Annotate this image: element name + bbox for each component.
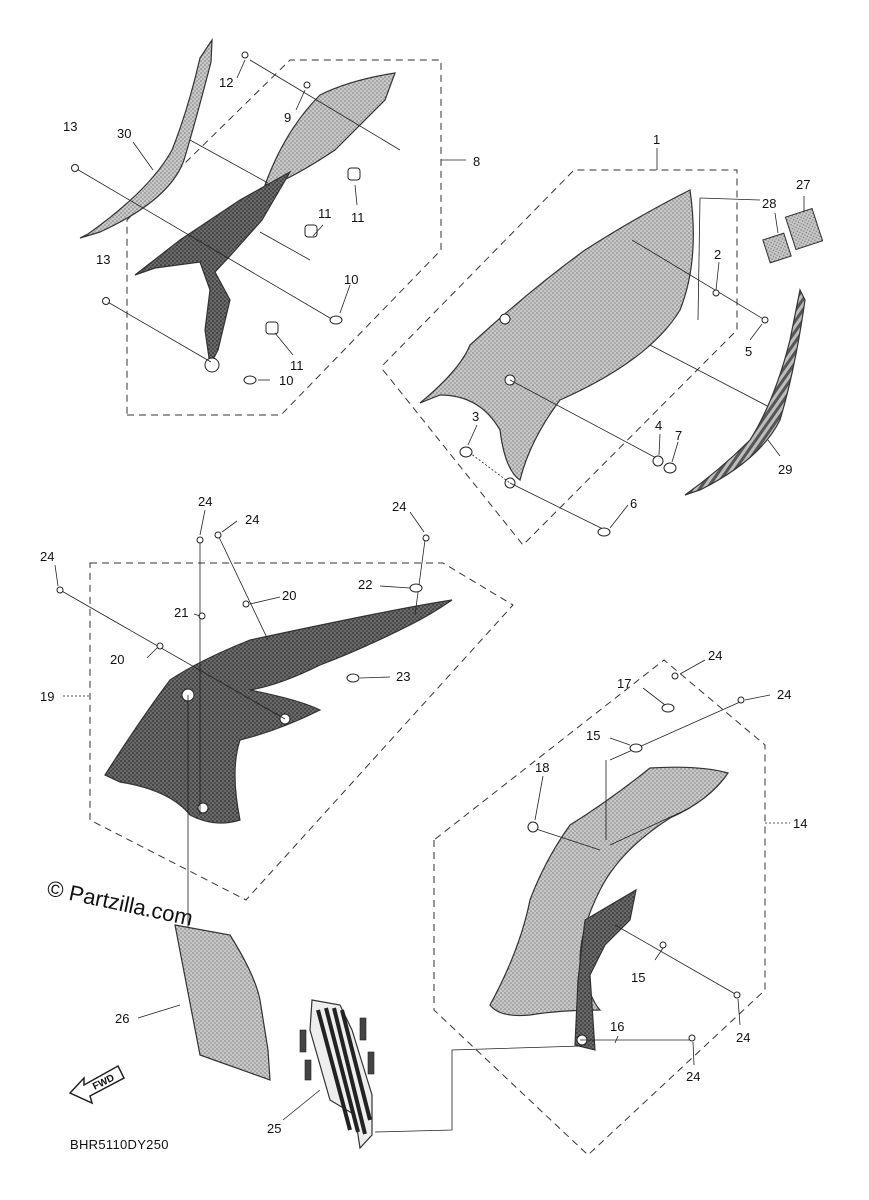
- callout-24h: 24: [686, 1069, 700, 1084]
- part-1-side-cowl: [419, 189, 694, 481]
- callout-10b: 10: [279, 373, 293, 388]
- callout-30: 30: [117, 126, 131, 141]
- callout-4: 4: [655, 418, 662, 433]
- diagram-code: BHR5110DY250: [70, 1137, 169, 1152]
- callout-14: 14: [793, 816, 807, 831]
- group-1-side-cowl-assembly: [382, 148, 824, 546]
- callout-22: 22: [358, 577, 372, 592]
- group-14-lower-cowl-assembly: [374, 659, 790, 1156]
- callout-28: 28: [762, 196, 776, 211]
- part-28-decal: [762, 232, 792, 264]
- callout-24d: 24: [40, 549, 54, 564]
- callout-10a: 10: [344, 272, 358, 287]
- callout-13a: 13: [63, 119, 77, 134]
- callout-3: 3: [472, 409, 479, 424]
- callout-5: 5: [745, 344, 752, 359]
- callout-23: 23: [396, 669, 410, 684]
- callout-13b: 13: [96, 252, 110, 267]
- callout-11b: 11: [318, 206, 332, 221]
- callout-24e: 24: [708, 648, 722, 663]
- callout-21: 21: [174, 605, 188, 620]
- callout-2: 2: [714, 247, 721, 262]
- callout-24f: 24: [777, 687, 791, 702]
- group-8-upper-left-assembly: [71, 37, 466, 416]
- part-30-strip: [79, 37, 213, 239]
- part-25-grille: [282, 999, 375, 1150]
- part-29-side-panel: [684, 288, 806, 496]
- part-27-decal: [784, 207, 824, 251]
- callout-11c: 11: [290, 358, 304, 373]
- callout-27: 27: [796, 177, 810, 192]
- callout-20a: 20: [110, 652, 124, 667]
- callout-1: 1: [653, 132, 660, 147]
- callout-15a: 15: [586, 728, 600, 743]
- fwd-label: FWD: [91, 1073, 116, 1093]
- callout-16: 16: [610, 1019, 624, 1034]
- callout-29: 29: [778, 462, 792, 477]
- part-19-inner-panel: [104, 599, 453, 824]
- callout-24c: 24: [392, 499, 406, 514]
- callout-17: 17: [617, 676, 631, 691]
- callout-7: 7: [675, 428, 682, 443]
- part-upper-cowl: [264, 72, 396, 186]
- callout-6: 6: [630, 496, 637, 511]
- callout-12: 12: [219, 75, 233, 90]
- callout-24b: 24: [245, 512, 259, 527]
- part-14-dark-inner: [574, 888, 637, 1051]
- callout-26: 26: [115, 1011, 129, 1026]
- callout-9: 9: [284, 110, 291, 125]
- callout-25: 25: [267, 1121, 281, 1136]
- callout-24a: 24: [198, 494, 212, 509]
- part-14-lower-cowl: [489, 766, 729, 1017]
- callout-15b: 15: [631, 970, 645, 985]
- callout-18: 18: [535, 760, 549, 775]
- callout-8: 8: [473, 154, 480, 169]
- part-26-inner-cover: [137, 924, 271, 1081]
- callout-labels: 1 2 3 4 5 6 7 8 9 10 10 11 11 11 12 13 1…: [40, 75, 810, 1136]
- callout-11a: 11: [351, 210, 365, 225]
- part-dark-bracket: [134, 170, 292, 367]
- watermark-text: © Partzilla.com: [45, 875, 195, 930]
- callout-20b: 20: [282, 588, 296, 603]
- fwd-arrow-icon: FWD: [68, 1064, 125, 1105]
- callout-19: 19: [40, 689, 54, 704]
- group-19-inner-panel-assembly: [54, 509, 514, 930]
- callout-24g: 24: [736, 1030, 750, 1045]
